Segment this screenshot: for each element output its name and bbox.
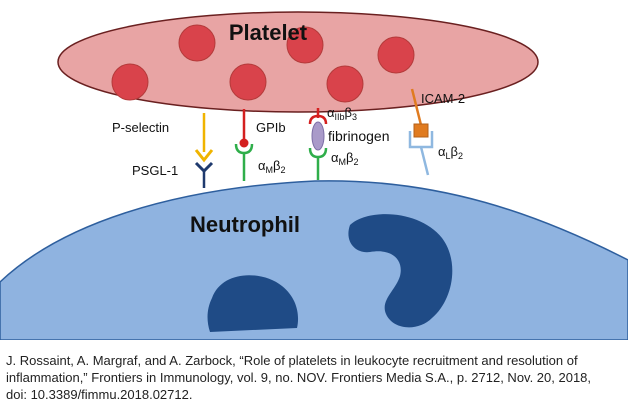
granule <box>111 63 149 101</box>
integrin-am-b2-label-1: αMβ2 <box>258 158 286 175</box>
nucleus-lobe-right <box>348 214 453 328</box>
gpib-integrin-pair <box>234 109 254 181</box>
fibrinogen-bridge <box>308 108 328 180</box>
nucleus-lobe-left <box>207 275 299 332</box>
integrin-aiib-b3-label: αIIbβ3 <box>327 105 357 122</box>
fibrinogen-molecule <box>311 121 325 151</box>
citation-text: J. Rossaint, A. Margraf, and A. Zarbock,… <box>6 353 592 402</box>
gpib-label: GPIb <box>256 120 286 135</box>
p-selectin-label: P-selectin <box>112 120 169 135</box>
platelet-neutrophil-diagram: Platelet P-selectin PSGL-1 GPIb αMβ2 αII… <box>0 11 628 340</box>
integrin-am-b2-label-2: αMβ2 <box>331 150 359 167</box>
neutrophil-cell <box>0 180 628 340</box>
granule <box>326 65 364 103</box>
granule <box>377 36 415 74</box>
icam2-label: ICAM-2 <box>421 91 465 106</box>
granule <box>286 26 324 64</box>
platelet-granules <box>111 24 415 103</box>
icam2-molecule <box>413 123 429 138</box>
integrin-al-b2-label: αLβ2 <box>438 144 463 161</box>
icam2-integrin-pair <box>408 88 434 176</box>
fibrinogen-label: fibrinogen <box>328 128 390 144</box>
psgl1-label: PSGL-1 <box>132 163 178 178</box>
p-selectin-psgl1-pair <box>194 113 214 188</box>
granule <box>229 63 267 101</box>
granule <box>178 24 216 62</box>
neutrophil-label: Neutrophil <box>190 212 300 237</box>
platelet-label: Platelet <box>229 20 308 45</box>
